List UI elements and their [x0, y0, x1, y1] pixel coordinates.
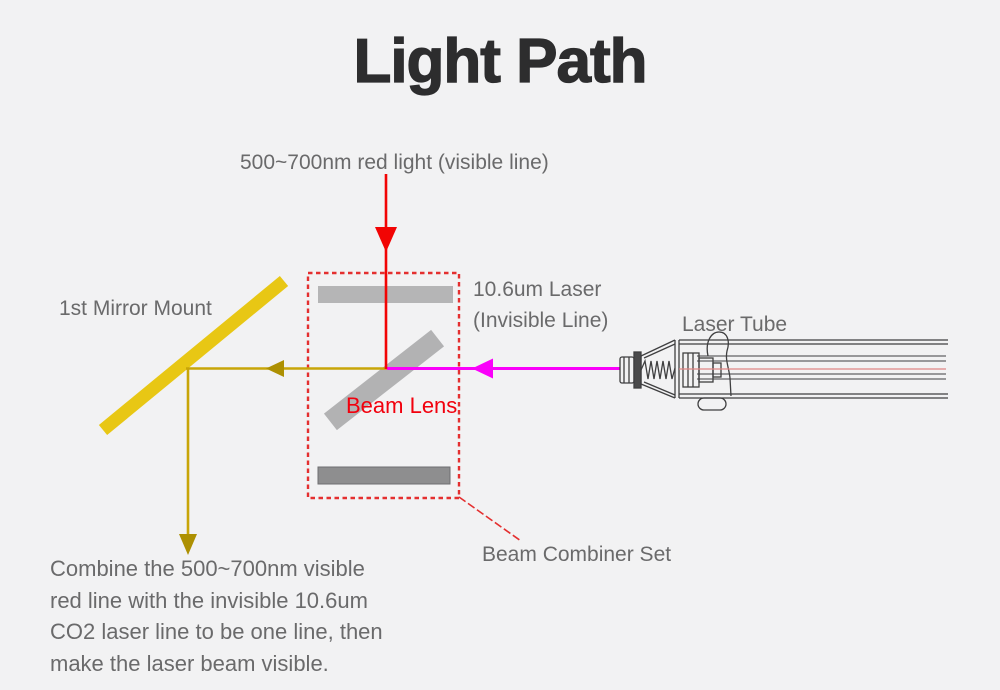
page-title: Light Path	[353, 26, 648, 96]
red-beam-down-arrowhead	[375, 227, 397, 252]
tube-cone	[640, 339, 676, 399]
beam-combiner-label: Beam Combiner Set	[482, 543, 672, 566]
beam-combiner-box	[306, 271, 461, 500]
combiner-leader-line	[458, 496, 522, 542]
tube-water-pipe	[697, 397, 727, 411]
combiner-bottom-bar	[317, 466, 451, 485]
yellow-beam-left-arrowhead	[266, 360, 284, 377]
tube-output-cap	[619, 356, 635, 384]
yellow-beam-down-arrowhead	[179, 534, 197, 555]
tube-water-clip	[706, 331, 732, 397]
red-light-label: 500~700nm red light (visible line)	[240, 151, 549, 174]
tube-outer-walls	[679, 339, 948, 399]
tube-inner-walls	[697, 355, 946, 380]
description-text: Combine the 500~700nm visible red line w…	[50, 556, 383, 676]
mirror-mount-label: 1st Mirror Mount	[59, 297, 212, 320]
beam-lens-label: Beam Lens	[346, 393, 458, 418]
tube-fitting	[682, 352, 700, 388]
tube-nozzle	[712, 362, 722, 378]
laser-tube-drawing	[619, 331, 948, 411]
laser-tube-label: Laser Tube	[682, 313, 788, 336]
tube-spring	[640, 358, 676, 380]
invisible-laser-label: 10.6um Laser (Invisible Line)	[473, 278, 609, 332]
tube-cap-flange	[633, 351, 642, 389]
tube-fitting-small	[698, 357, 714, 383]
magenta-beam-arrowhead	[472, 358, 493, 379]
first-mirror	[98, 275, 289, 436]
beam-lens-glass	[323, 329, 445, 431]
